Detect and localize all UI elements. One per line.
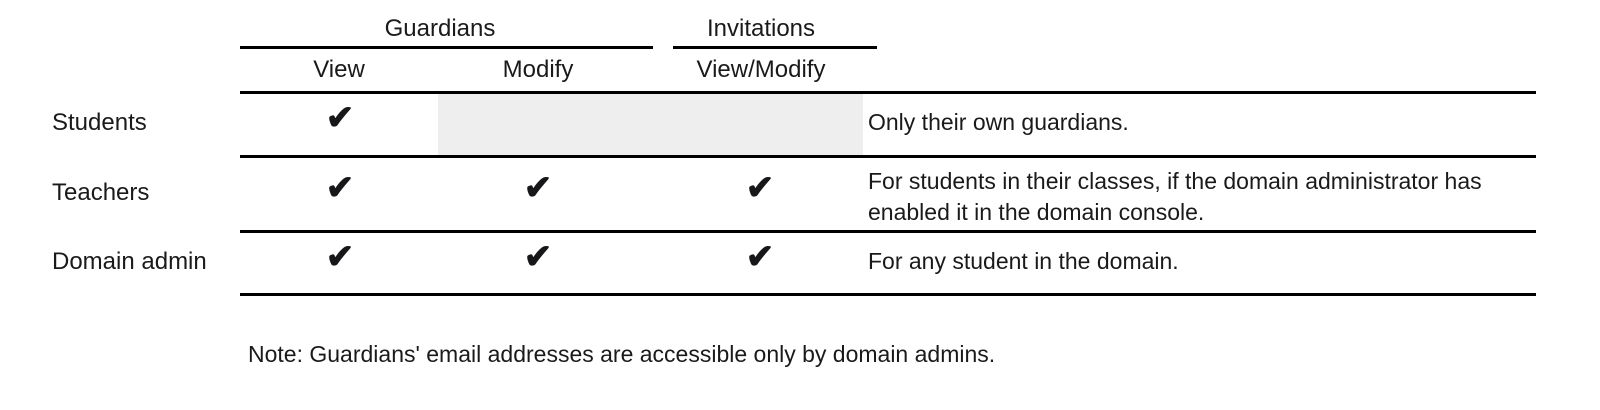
group-header-row: Guardians Invitations — [0, 14, 1600, 48]
row-label-teachers: Teachers — [52, 179, 150, 206]
column-header-guardians-view: View — [313, 56, 365, 83]
row-label-domain-admin: Domain admin — [52, 248, 207, 275]
group-header-guardians: Guardians — [384, 15, 496, 42]
checkmark-icon: ✔ — [745, 238, 775, 276]
checkmark-icon: ✔ — [325, 169, 355, 207]
row-description-domain-admin: For any student in the domain. — [868, 248, 1179, 274]
column-header-row: View Modify View/Modify — [0, 55, 1600, 87]
group-header-invitations: Invitations — [706, 15, 816, 42]
table-row: Students ✔ Only their own guardians. — [0, 94, 1600, 155]
checkmark-icon: ✔ — [325, 99, 355, 137]
rule-table-top — [240, 91, 1536, 94]
row-description-students: Only their own guardians. — [868, 109, 1129, 135]
table-row: Domain admin ✔ ✔ ✔ For any student in th… — [0, 233, 1600, 293]
row-description-teachers: For students in their classes, if the do… — [868, 168, 1482, 225]
rule-table-bottom — [240, 293, 1536, 296]
checkmark-icon: ✔ — [523, 169, 553, 207]
rule-after-teachers-row — [240, 230, 1536, 233]
rule-under-guardians — [240, 46, 653, 49]
column-header-invitations-viewmodify: View/Modify — [696, 56, 826, 83]
table-row: Teachers ✔ ✔ ✔ For students in their cla… — [0, 158, 1600, 230]
checkmark-icon: ✔ — [745, 169, 775, 207]
cell-students-not-applicable — [438, 94, 863, 155]
rule-after-students-row — [240, 155, 1536, 158]
footer-note: Note: Guardians' email addresses are acc… — [248, 341, 996, 367]
rule-under-invitations — [673, 46, 877, 49]
checkmark-icon: ✔ — [523, 238, 553, 276]
row-label-students: Students — [52, 109, 147, 136]
checkmark-icon: ✔ — [325, 238, 355, 276]
column-header-guardians-modify: Modify — [502, 56, 574, 83]
